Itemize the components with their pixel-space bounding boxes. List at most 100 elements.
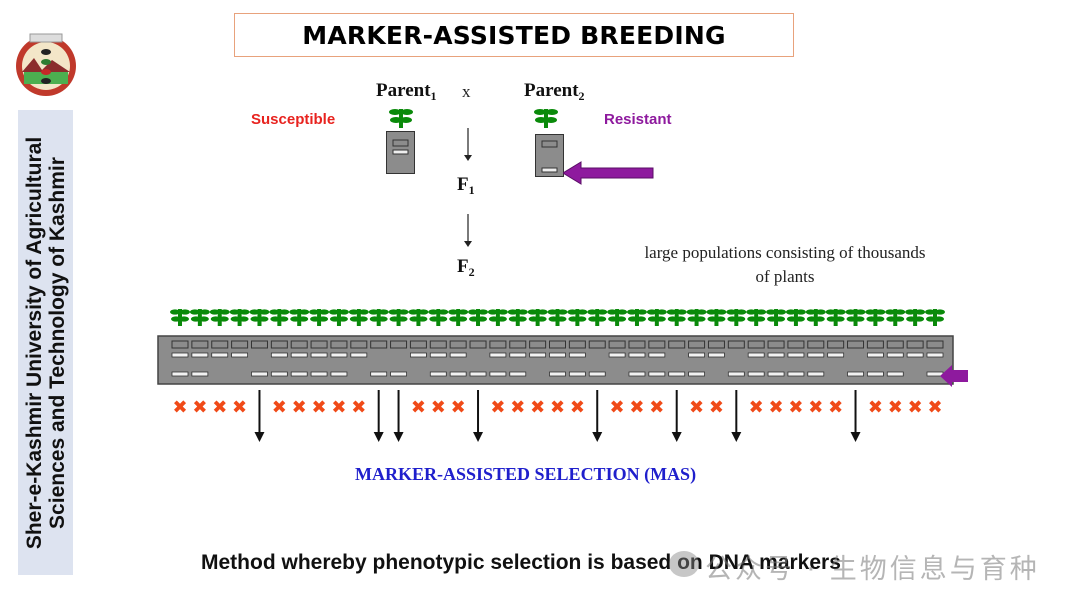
upper-band-susceptible (231, 352, 249, 358)
university-emblem-icon (12, 30, 80, 102)
lower-band-resistant (370, 371, 388, 377)
plant-icon (785, 309, 806, 326)
plant-icon (269, 309, 290, 326)
plant-icon (189, 309, 210, 326)
gel-well (707, 340, 725, 349)
upper-band-susceptible (211, 352, 229, 358)
gel-well (370, 340, 388, 349)
population-note: large populations consisting of thousand… (644, 243, 926, 286)
upper-band-susceptible (191, 352, 209, 358)
gel-well (847, 340, 865, 349)
parent1-upper-band (392, 149, 409, 155)
upper-band-susceptible (330, 352, 348, 358)
plant-icon (507, 309, 528, 326)
gel-well (628, 340, 646, 349)
title-box: MARKER-ASSISTED BREEDING (234, 13, 794, 57)
gel-well (747, 340, 765, 349)
arrow-to-f1-icon (464, 128, 472, 161)
plant-icon (865, 309, 886, 326)
selected-arrowhead-icon (850, 432, 861, 442)
rejected-x-icon: ✖ (828, 397, 843, 418)
upper-band-susceptible (807, 352, 825, 358)
rejected-x-icon: ✖ (292, 397, 307, 418)
gel-well (509, 340, 527, 349)
rejected-x-icon: ✖ (212, 397, 227, 418)
upper-band-susceptible (509, 352, 527, 358)
upper-band-susceptible (866, 352, 884, 358)
mas-label: MARKER-ASSISTED SELECTION (MAS) (355, 464, 697, 484)
gel-well (549, 340, 566, 349)
plant-icon (726, 309, 747, 326)
lower-band-resistant (330, 371, 348, 377)
lower-band-resistant (251, 371, 268, 377)
plant-icon (487, 309, 508, 326)
gel-well (290, 340, 308, 349)
upper-band-susceptible (708, 352, 725, 358)
plant-icon (468, 309, 489, 326)
lower-band-resistant (688, 371, 705, 377)
rejected-x-icon: ✖ (490, 397, 505, 418)
gel-well (886, 340, 904, 349)
lower-band-resistant (628, 371, 646, 377)
selected-arrowhead-icon (592, 432, 603, 442)
rejected-x-icon: ✖ (510, 397, 525, 418)
upper-band-susceptible (429, 352, 447, 358)
plant-icon (925, 309, 945, 326)
parent1-plant-icon (389, 109, 413, 128)
susceptible-label: Susceptible (251, 111, 336, 128)
gel-well (568, 340, 586, 349)
lower-band-resistant (866, 371, 884, 377)
parent1-gel-lane (386, 131, 415, 174)
gel-well (906, 340, 924, 349)
selected-arrowhead-icon (254, 432, 265, 442)
plant-icon (229, 309, 250, 326)
plant-icon (428, 309, 449, 326)
rejected-x-icon: ✖ (192, 397, 207, 418)
plant-icon (567, 309, 588, 326)
rejected-x-icon: ✖ (312, 397, 327, 418)
plant-icon (388, 309, 409, 326)
plant-icon (348, 309, 369, 326)
upper-band-susceptible (449, 352, 467, 358)
gel-well (727, 340, 745, 349)
gel-well (588, 340, 606, 349)
gel-well (926, 340, 944, 349)
plant-icon (646, 309, 667, 326)
rejected-x-icon: ✖ (331, 397, 346, 418)
resistance-band-arrow-icon (940, 365, 968, 387)
rejected-x-icon: ✖ (888, 397, 903, 418)
upper-band-susceptible (787, 352, 805, 358)
lower-band-resistant (290, 371, 308, 377)
gel-well (807, 340, 825, 349)
gel-well (787, 340, 805, 349)
parent2-lower-band (541, 167, 558, 173)
upper-band-susceptible (886, 352, 904, 358)
rejected-x-icon: ✖ (649, 397, 664, 418)
upper-band-susceptible (827, 352, 845, 358)
f2-label: F2 (457, 256, 475, 279)
plant-icon (408, 309, 429, 326)
rejected-x-icon: ✖ (172, 397, 187, 418)
lower-band-resistant (489, 371, 507, 377)
plant-icon (825, 309, 846, 326)
rejected-x-icon: ✖ (868, 397, 883, 418)
lower-band-resistant (926, 371, 944, 377)
gel-well (310, 340, 328, 349)
lower-band-resistant (767, 371, 785, 377)
upper-band-susceptible (350, 352, 368, 358)
selected-arrowhead-icon (731, 432, 742, 442)
plant-icon (805, 309, 826, 326)
rejected-x-icon: ✖ (927, 397, 942, 418)
gel-well (648, 340, 666, 349)
lower-band-resistant (270, 371, 288, 377)
parent2-gel-lane (535, 134, 564, 177)
gel-well (429, 340, 447, 349)
f2-population-gel-diagram: ✖✖✖✖✖✖✖✖✖✖✖✖✖✖✖✖✖✖✖✖✖✖✖✖✖✖✖✖✖✖✖ (157, 309, 968, 442)
page-title: MARKER-ASSISTED BREEDING (302, 20, 726, 50)
plant-icon (766, 309, 787, 326)
rejected-x-icon: ✖ (689, 397, 704, 418)
upper-band-susceptible (926, 352, 944, 358)
lower-band-resistant (727, 371, 745, 377)
plant-icon (746, 309, 767, 326)
gel-well (866, 340, 884, 349)
